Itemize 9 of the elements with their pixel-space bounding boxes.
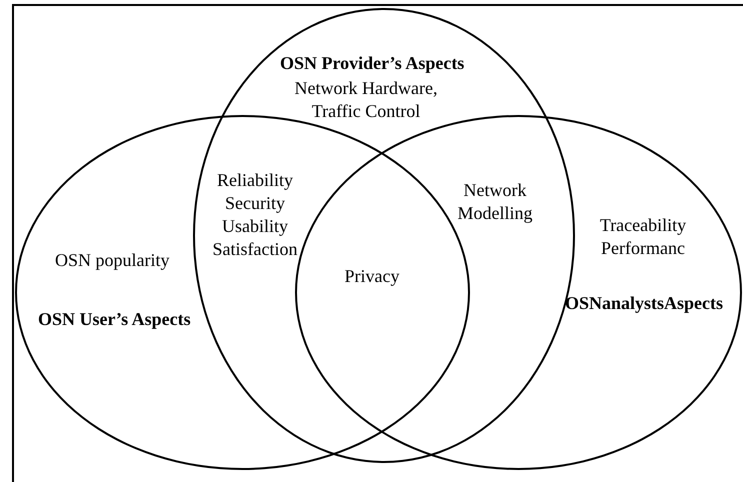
overlap-label: Privacy [344,265,400,288]
circle-text: OSN popularity [55,249,170,272]
overlap-label: Network Modelling [456,179,534,225]
circle-heading: OSNanalystsAspects [565,292,724,315]
circle-text: Traceability Performanc [598,214,688,260]
overlap-label: Reliability Security Usability Satisfaction [212,169,298,261]
circle-text: Network Hardware, Traffic Control [294,77,438,123]
circle-heading: OSN Provider’s Aspects [280,52,466,75]
circle-heading: OSN User’s Aspects [38,308,192,331]
